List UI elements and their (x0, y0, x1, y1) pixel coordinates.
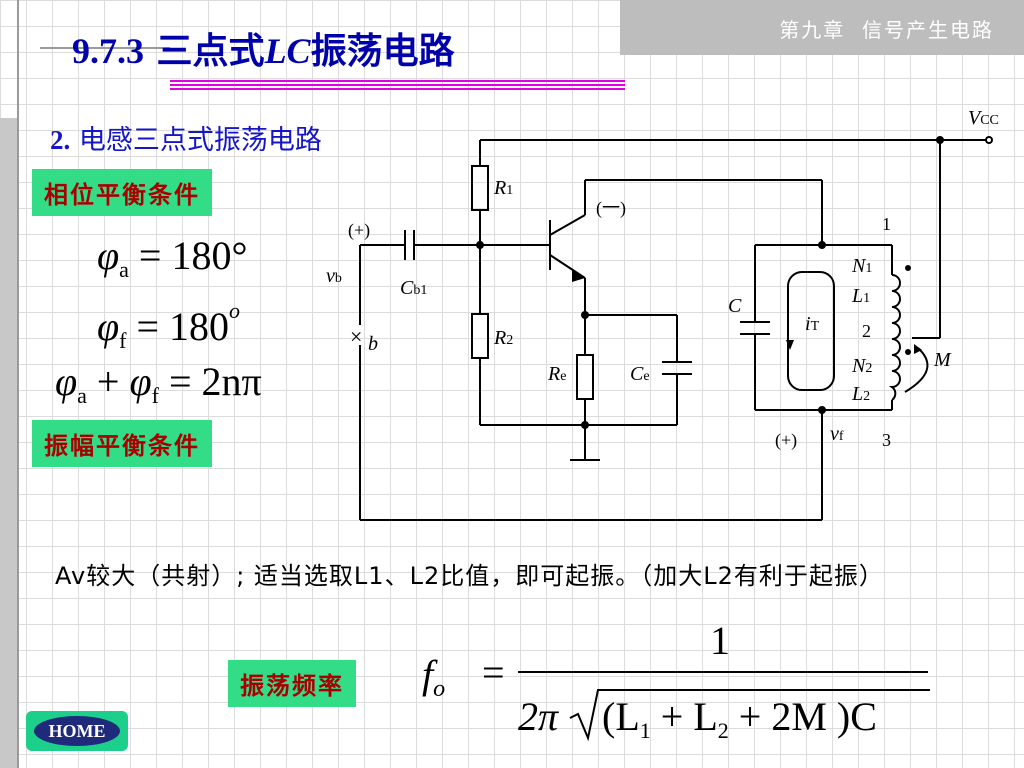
section-heading: 2. 电感三点式振荡电路 (50, 118, 322, 157)
frequency-formula: fo = 1 2π (L1 + L2 + 2M )C (422, 618, 930, 743)
title-lc: LC (264, 31, 311, 71)
svg-text:vf: vf (830, 423, 844, 445)
phi-a-value: = 180° (138, 233, 248, 278)
svg-text:×: × (350, 324, 362, 349)
section-title: 电感三点式振荡电路 (78, 125, 322, 156)
title-underline (170, 80, 625, 90)
svg-text:R2: R2 (493, 327, 513, 349)
svg-text:2π: 2π (518, 694, 559, 739)
top-divider (40, 47, 170, 49)
section-number: 2. (50, 125, 71, 155)
svg-text:=: = (482, 650, 505, 695)
phase-condition-tag: 相位平衡条件 (32, 169, 212, 216)
phi-f-degree: o (229, 298, 241, 323)
svg-text:N1: N1 (851, 255, 872, 277)
home-button-label: HOME (34, 716, 120, 746)
svg-text:L2: L2 (851, 383, 870, 405)
left-divider (17, 0, 19, 768)
svg-text:VCC: VCC (968, 107, 999, 129)
phi-symbol: φ (97, 304, 120, 349)
phase-sum-value: = 2nπ (168, 359, 262, 404)
home-button[interactable]: HOME (26, 711, 128, 751)
svg-text:Cb1: Cb1 (400, 277, 427, 299)
svg-text:R1: R1 (493, 177, 513, 199)
svg-text:2: 2 (862, 321, 871, 341)
svg-text:(L1 + L2 + 2M )C: (L1 + L2 + 2M )C (602, 694, 877, 743)
left-sidebar-bar (0, 118, 17, 768)
phi-symbol: φ (97, 233, 120, 278)
svg-text:N2: N2 (851, 355, 872, 377)
phi-f-value: = 180 (136, 304, 230, 349)
svg-text:(+): (+) (348, 220, 370, 241)
svg-text:iT: iT (805, 313, 820, 335)
svg-text:fo: fo (422, 652, 445, 702)
svg-text:(一): (一) (596, 198, 626, 219)
phase-f-equation: φf = 180o (97, 298, 241, 353)
svg-text:Ce: Ce (630, 363, 650, 385)
title-suffix: 振荡电路 (310, 31, 455, 72)
svg-text:b: b (368, 333, 378, 355)
phase-sum-equation: φa + φf = 2nπ (55, 359, 262, 408)
svg-text:(+): (+) (775, 430, 797, 451)
svg-text:C: C (728, 295, 742, 317)
svg-text:M: M (933, 349, 952, 371)
title-number: 9.7.3 (72, 31, 144, 71)
page-title: 9.7.3 三点式LC振荡电路 (72, 22, 455, 74)
svg-text:1: 1 (882, 214, 891, 234)
frequency-tag: 振荡频率 (228, 660, 356, 707)
chapter-band: 第九章 信号产生电路 (620, 0, 1024, 55)
svg-text:L1: L1 (851, 285, 870, 307)
svg-text:3: 3 (882, 430, 891, 450)
oscillation-note: Av较大（共射）; 适当选取L1、L2比值，即可起振。（加大L2有利于起振） (55, 562, 884, 590)
title-prefix: 三点式 (156, 31, 265, 72)
svg-text:vb: vb (326, 265, 342, 287)
chapter-label: 第九章 信号产生电路 (779, 18, 994, 42)
amplitude-condition-tag: 振幅平衡条件 (32, 420, 212, 467)
phase-a-equation: φa = 180° (97, 233, 248, 282)
svg-text:Re: Re (547, 363, 566, 385)
svg-text:1: 1 (710, 618, 730, 663)
